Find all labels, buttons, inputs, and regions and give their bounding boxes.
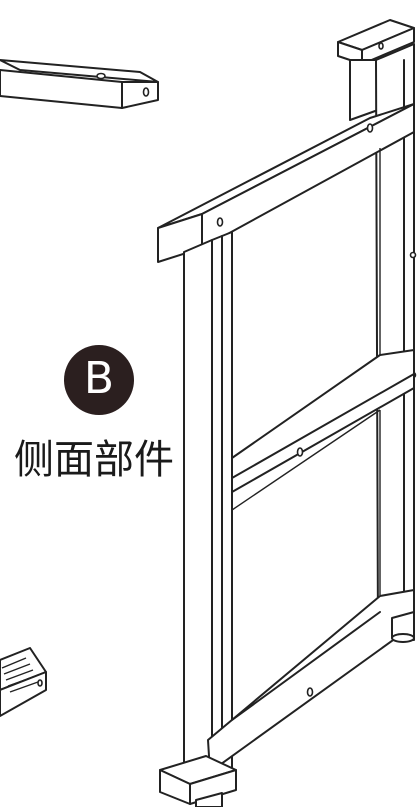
- shelf-piece: [0, 647, 47, 717]
- top-rail: [157, 103, 415, 263]
- part-badge: B: [64, 345, 134, 415]
- rear-foot: [391, 611, 415, 643]
- loose-top-beam: [0, 59, 159, 109]
- middle-rail: [231, 349, 415, 493]
- part-name-label: 侧面部件: [14, 437, 174, 483]
- bottom-rail: [207, 589, 415, 773]
- lower-panel-edge: [231, 409, 381, 511]
- part-badge-letter: B: [83, 353, 115, 404]
- top-cap-block: [337, 19, 415, 65]
- front-post: [183, 231, 233, 787]
- front-foot: [159, 755, 237, 808]
